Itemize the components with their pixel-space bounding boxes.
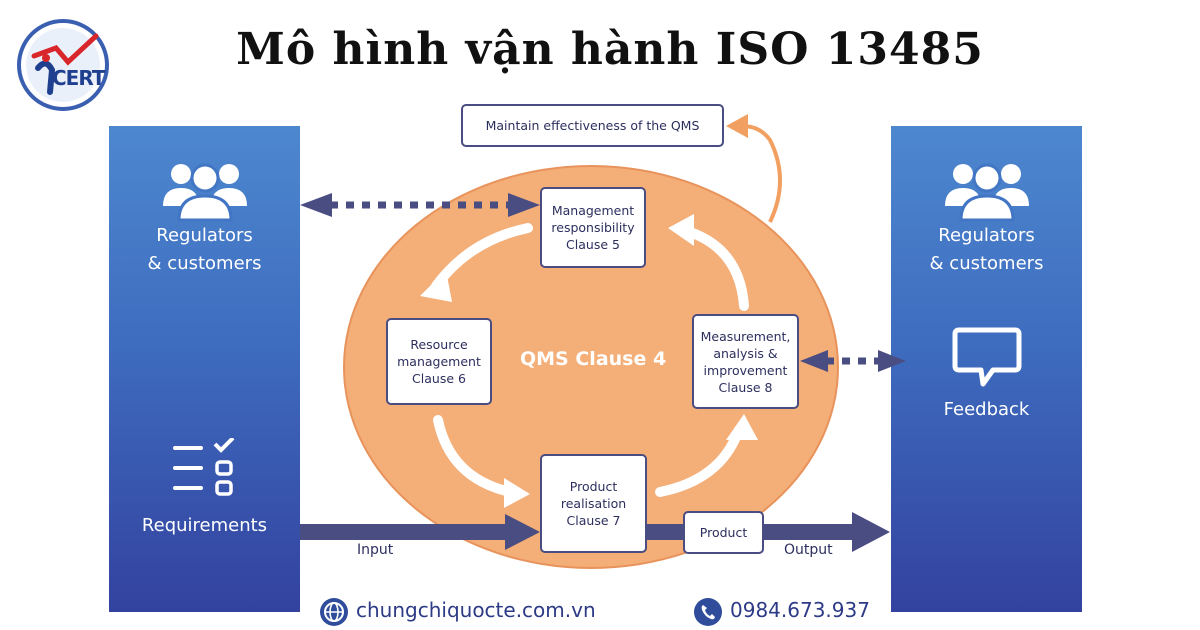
right-customers-label: & customers <box>929 253 1044 274</box>
cycle-arrow-head-3 <box>726 414 758 440</box>
maintain-effectiveness-box: Maintain effectiveness of the QMS <box>461 104 724 147</box>
cycle-arrow-product-to-measure <box>655 427 743 497</box>
people-icon <box>945 163 1029 222</box>
orange-arrow-head <box>726 114 748 138</box>
product-realisation-box: Product realisation Clause 7 <box>540 454 647 553</box>
management-responsibility-box: Management responsibility Clause 5 <box>540 187 646 268</box>
logo-text: CERT <box>52 66 105 90</box>
cycle-arrow-head-1 <box>420 270 452 302</box>
measurement-analysis-box: Measurement, analysis & improvement Clau… <box>692 314 799 409</box>
requirements-label: Requirements <box>141 515 268 536</box>
orange-arrow <box>741 124 782 223</box>
cycle-arrow-measure-to-mgmt <box>685 227 749 311</box>
feedback-label: Feedback <box>943 399 1030 420</box>
left-panel: Regulators & customers Requirements <box>109 126 300 612</box>
product-box: Product <box>683 511 764 554</box>
dotted-link-top-left-head <box>300 193 332 217</box>
cycle-arrow-resource-to-product <box>433 415 515 497</box>
input-label: Input <box>357 542 394 558</box>
cycle-arrow-mgmt-to-resource <box>431 223 533 291</box>
right-regulators-label: Regulators <box>938 225 1035 246</box>
website-link[interactable]: chungchiquocte.com.vn <box>356 598 596 622</box>
page-title: Mô hình vận hành ISO 13485 <box>236 24 984 75</box>
phone-number[interactable]: 0984.673.937 <box>730 598 870 622</box>
input-arrow-shaft <box>300 524 510 540</box>
speech-bubble-icon <box>952 327 1022 387</box>
dotted-link-right-left-head <box>800 350 828 372</box>
left-customers-label: & customers <box>147 253 262 274</box>
cycle-arrow-head-2 <box>504 478 530 508</box>
right-panel: Regulators & customers Feedback <box>891 126 1082 612</box>
dotted-link-top-right-head <box>508 193 540 217</box>
people-icon <box>163 163 247 222</box>
globe-icon <box>320 598 348 626</box>
dotted-link-right-right-head <box>878 350 906 372</box>
icert-logo <box>16 18 110 112</box>
output-label: Output <box>784 542 833 558</box>
checklist-icon <box>173 438 235 496</box>
cycle-arrow-head-4 <box>668 214 694 246</box>
input-arrow-head <box>505 514 540 550</box>
phone-icon <box>694 598 722 626</box>
output-arrow-head <box>852 512 890 552</box>
left-regulators-label: Regulators <box>156 225 253 246</box>
qms-clause-4-label: QMS Clause 4 <box>520 348 667 370</box>
resource-management-box: Resource management Clause 6 <box>386 318 492 405</box>
